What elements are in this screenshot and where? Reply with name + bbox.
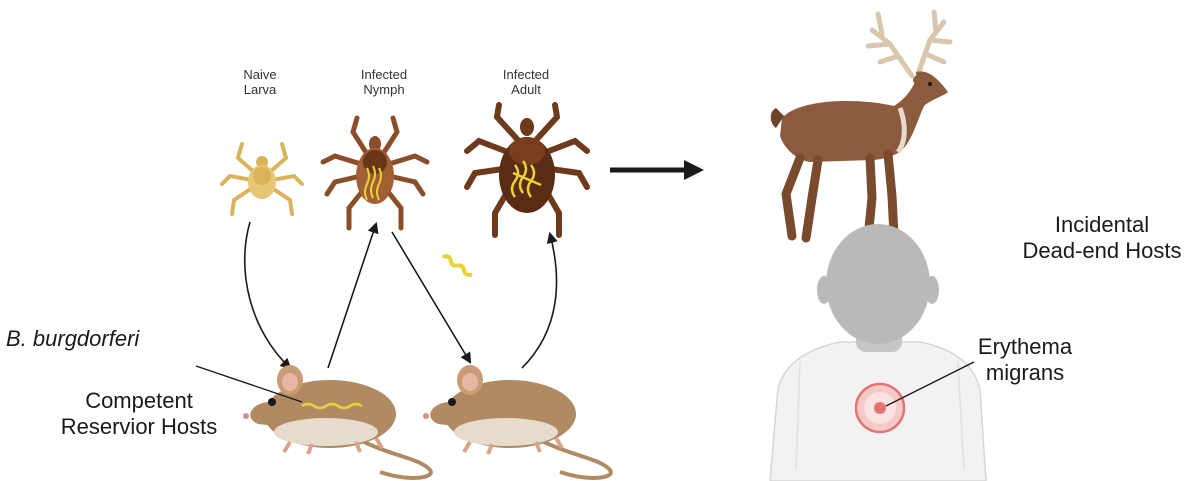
erythema-label: Erythema migrans: [950, 334, 1100, 387]
larva-label-line2: Larva: [215, 83, 305, 98]
mouse-icon: [423, 365, 611, 478]
spirochete-icon: [443, 255, 472, 277]
erythema-label-line2: migrans: [950, 360, 1100, 386]
deer-icon: [771, 12, 950, 238]
larva-label: Naive Larva: [215, 68, 305, 98]
incidental-hosts-line2: Dead-end Hosts: [1008, 238, 1196, 264]
arrow-nymph-to-mouse: [392, 232, 470, 362]
erythema-label-line1: Erythema: [950, 334, 1100, 360]
arrow-mouse-to-adult: [522, 234, 557, 368]
larva-tick-icon: [222, 144, 302, 214]
nymph-label-line2: Nymph: [339, 83, 429, 98]
adult-label: Infected Adult: [481, 68, 571, 98]
competent-hosts-label: Competent Reservior Hosts: [4, 388, 274, 441]
nymph-label: Infected Nymph: [339, 68, 429, 98]
erythema-rash-icon: [856, 384, 904, 432]
arrow-larva-to-mouse: [245, 222, 290, 368]
adult-label-line1: Infected: [481, 68, 571, 83]
big-arrow-icon: [610, 160, 704, 180]
nymph-tick-icon: [323, 118, 427, 228]
competent-hosts-line1: Competent: [4, 388, 274, 414]
adult-tick-icon: [467, 105, 587, 235]
adult-label-line2: Adult: [481, 83, 571, 98]
pathogen-label: B. burgdorferi: [6, 326, 206, 352]
incidental-hosts-label: Incidental Dead-end Hosts: [1008, 212, 1196, 265]
arrow-mouse-to-nymph: [328, 224, 376, 368]
larva-label-line1: Naive: [215, 68, 305, 83]
incidental-hosts-line1: Incidental: [1008, 212, 1196, 238]
competent-hosts-line2: Reservior Hosts: [4, 414, 274, 440]
nymph-label-line1: Infected: [339, 68, 429, 83]
